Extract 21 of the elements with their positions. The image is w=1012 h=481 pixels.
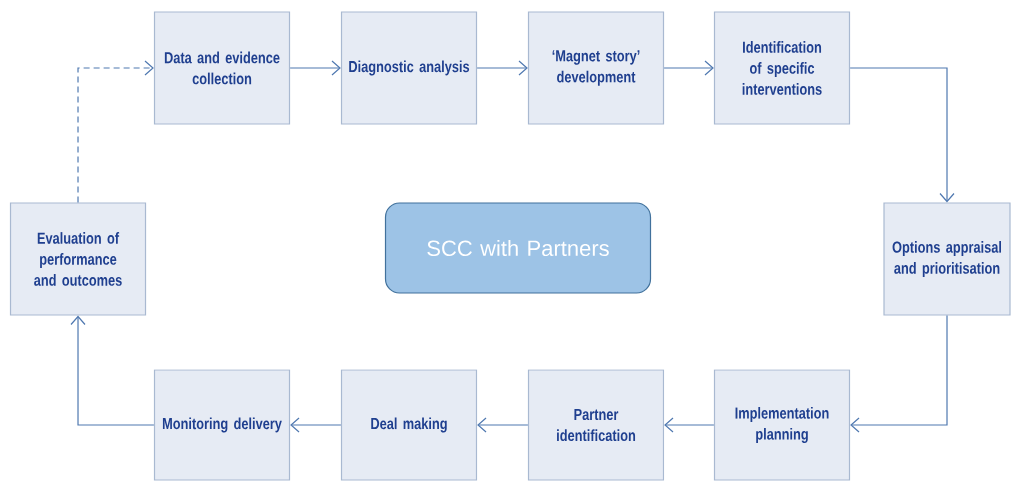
- hub-box: SCC with Partners: [384, 202, 652, 294]
- arrow: [476, 60, 528, 76]
- process-box: Partner identification: [527, 369, 665, 481]
- process-box: Deal making: [340, 369, 478, 481]
- process-box: ‘Magnet story’ development: [527, 11, 665, 125]
- process-box: Diagnostic analysis: [340, 11, 478, 125]
- arrow: [289, 60, 341, 76]
- arrow: [290, 417, 342, 433]
- process-box: Options appraisal and prioritisation: [883, 202, 1011, 316]
- arrow: [849, 67, 955, 203]
- process-box: Data and evidence collection: [153, 11, 291, 125]
- process-box: Implementation planning: [713, 369, 851, 481]
- arrow: [70, 315, 155, 426]
- arrow: [77, 60, 154, 203]
- arrow: [850, 315, 948, 433]
- process-box: Evaluation of performance and outcomes: [9, 202, 147, 316]
- process-box: Monitoring delivery: [153, 369, 291, 481]
- arrow: [477, 417, 529, 433]
- process-box: Identification of specific interventions: [713, 11, 851, 125]
- arrow: [663, 60, 714, 76]
- arrow: [664, 417, 715, 433]
